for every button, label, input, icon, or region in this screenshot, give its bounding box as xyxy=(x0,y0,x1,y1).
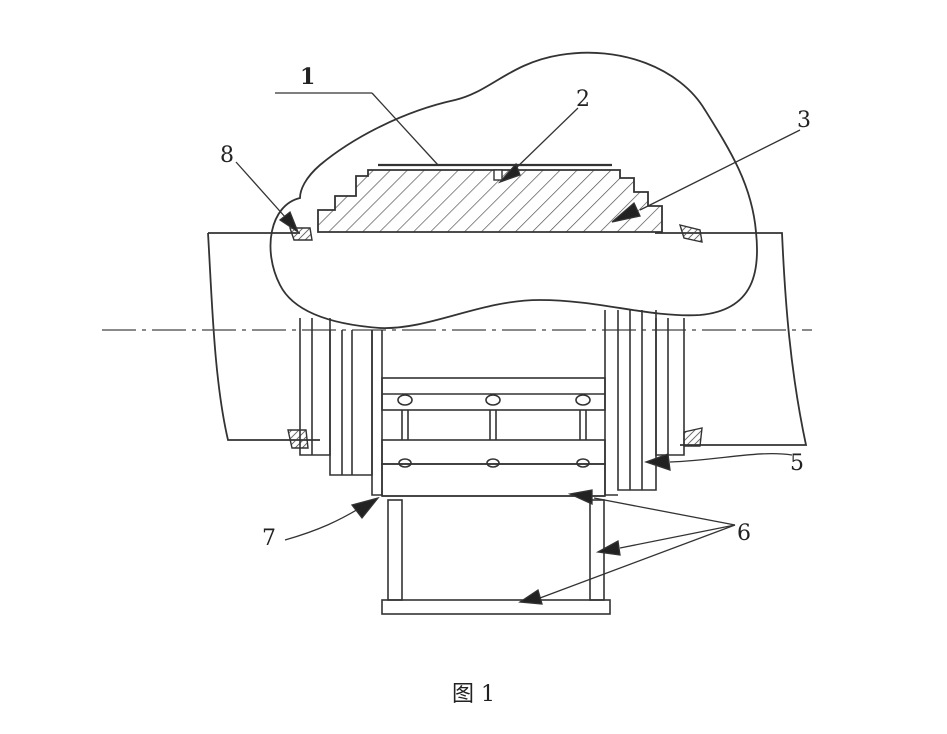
figure-caption: 图 1 xyxy=(452,682,495,707)
bolt-2 xyxy=(485,394,501,468)
bolt-3 xyxy=(575,394,591,468)
seal-left-bottom xyxy=(287,429,309,449)
label-6: 6 xyxy=(737,521,751,546)
label-2: 2 xyxy=(576,87,590,112)
label-1: 1 xyxy=(300,64,315,90)
shaft-right xyxy=(655,232,808,446)
label-5: 5 xyxy=(790,451,804,476)
label-8: 8 xyxy=(220,143,234,168)
seal-right-bottom xyxy=(683,427,703,447)
seal-left-top xyxy=(289,227,313,241)
label-7: 7 xyxy=(262,526,276,551)
seal-right-top xyxy=(678,224,703,243)
hatched-block xyxy=(317,169,663,233)
label-3: 3 xyxy=(797,108,811,133)
break-outline xyxy=(269,51,758,329)
shaft-left xyxy=(207,232,320,441)
bolt-1 xyxy=(397,394,413,468)
